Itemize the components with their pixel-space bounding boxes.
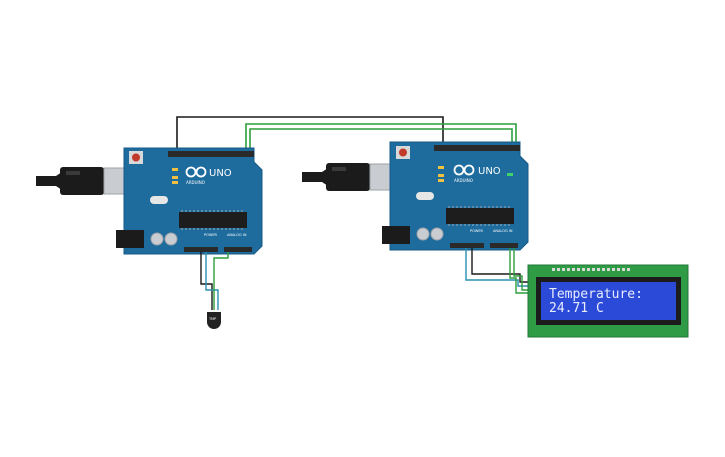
arduino-infinity-icon (453, 164, 475, 176)
digital-header (434, 145, 520, 151)
arduino-infinity-icon (185, 166, 207, 178)
crystal (416, 192, 434, 200)
board-logo-text: UNO (209, 168, 232, 179)
microcontroller-chip (179, 212, 247, 228)
wire-black-top[interactable] (176, 116, 444, 148)
power-label: POWER (470, 229, 484, 233)
reset-button-icon[interactable] (129, 151, 143, 164)
power-jack (382, 226, 410, 244)
led-l (172, 168, 178, 171)
power-label: POWER (204, 233, 218, 237)
led-rx (438, 179, 444, 182)
analog-label: ANALOG IN (227, 233, 247, 237)
led-l (438, 166, 444, 169)
lcd-line-2: 24.71 C (549, 301, 604, 316)
wires-lcd (465, 248, 530, 294)
lcd-line-1: Temperature: (549, 287, 643, 302)
wire-teal-sensor[interactable] (205, 252, 219, 310)
wire-green-sensor[interactable] (213, 252, 229, 310)
capacitor-1 (416, 227, 430, 241)
chip-pins (448, 206, 510, 226)
wire-green-lcd-2[interactable] (509, 248, 530, 294)
wire-green-top-2[interactable] (249, 128, 513, 148)
wires-top (176, 116, 517, 148)
lcd-pin-row (552, 268, 630, 271)
led-rx (172, 181, 178, 184)
wire-green-lcd-1[interactable] (513, 248, 530, 291)
analog-header (490, 243, 518, 248)
analog-label: ANALOG IN (493, 229, 513, 233)
arduino-board-left[interactable]: UNO ARDUINO POWER ANALOG IN (36, 147, 263, 255)
board-brand-text: ARDUINO (186, 180, 205, 185)
wires-sensor (200, 252, 229, 310)
wire-black-lcd[interactable] (471, 248, 530, 283)
crystal (150, 196, 168, 204)
chip-pins (181, 210, 243, 230)
power-header (450, 243, 484, 248)
microcontroller-chip (446, 208, 514, 224)
wire-green-top-1[interactable] (245, 123, 517, 148)
temperature-sensor[interactable]: TMP (207, 312, 221, 329)
power-jack (116, 230, 144, 248)
lcd-display[interactable]: Temperature: 24.71 C (527, 264, 689, 338)
led-tx (438, 174, 444, 177)
arduino-board-right[interactable]: UNO ARDUINO POWER ANALOG IN (302, 141, 529, 251)
reset-button-icon[interactable] (396, 146, 410, 159)
board-logo-text: UNO (478, 166, 501, 177)
capacitor-1 (150, 232, 164, 246)
led-tx (172, 176, 178, 179)
lcd-screen (541, 282, 676, 320)
led-on (507, 173, 513, 176)
capacitor-2 (430, 227, 444, 241)
analog-header (224, 247, 252, 252)
capacitor-2 (164, 232, 178, 246)
power-header (184, 247, 218, 252)
sensor-label: TMP (208, 317, 216, 321)
digital-header (168, 151, 254, 157)
board-brand-text: ARDUINO (454, 178, 473, 183)
